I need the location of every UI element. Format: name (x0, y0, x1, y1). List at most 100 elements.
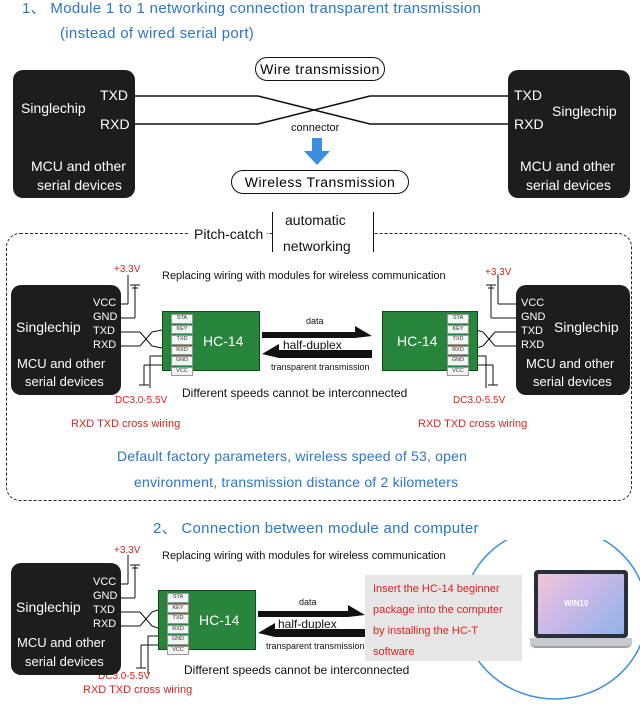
section1-left-device: Singlechip TXD RXD MCU and other serial … (13, 70, 135, 198)
bracket (272, 212, 374, 252)
info-line: by installing the HC-T (373, 625, 479, 637)
device-desc-line2: serial devices (25, 654, 104, 669)
section2-device: Singlechip VCC GND TXD RXD MCU and other… (11, 563, 121, 675)
pin-txd: TXD (93, 604, 115, 616)
double-arrow-icon (262, 326, 372, 358)
module-pin: GND (167, 635, 189, 645)
laptop-base (530, 638, 632, 648)
wire-transmission-label: Wire transmission (255, 57, 385, 81)
down-arrow-icon (304, 138, 330, 165)
device-desc-line1: MCU and other (526, 356, 615, 371)
pin-gnd: GND (93, 311, 118, 323)
module-pin: KEY (171, 324, 193, 334)
pitch-voltage-bottom-right: DC3.0-5.5V (453, 395, 506, 406)
module-pin: VCC (171, 366, 193, 376)
module-pin: TXD (171, 335, 193, 345)
device-name: Singlechip (21, 100, 86, 116)
section2-arrow-transparent: transparent transmission (266, 641, 365, 651)
section2-voltage-top: +3.3V (114, 545, 141, 556)
pin-rxd: RXD (100, 116, 130, 132)
wireless-transmission-label: Wireless Transmission (231, 170, 409, 194)
laptop-icon: WIN10 (530, 570, 632, 662)
info-line: package into the computer (373, 604, 503, 616)
pitch-arrow-half-duplex: half-duplex (283, 338, 342, 352)
pitch-catch-label: Pitch-catch (190, 226, 268, 242)
pin-vcc: VCC (93, 576, 117, 588)
pin-vcc: VCC (521, 297, 545, 309)
section2-title: 2、 Connection between module and compute… (153, 520, 479, 537)
module-pin: STA (171, 314, 193, 324)
info-line: Insert the HC-14 beginner (373, 583, 500, 595)
laptop-screen-text: WIN10 (564, 599, 589, 608)
section2-wiring (121, 540, 640, 700)
pitch-arrow-transparent: transparent transmission (271, 362, 370, 372)
section2-cross-wiring: RXD TXD cross wiring (83, 684, 193, 696)
pitch-voltage-top-right: +3.3V (485, 267, 512, 278)
factory-params-line1: Default factory parameters, wireless spe… (117, 448, 468, 464)
pitch-voltage-bottom-left: DC3.0-5.5V (115, 395, 168, 406)
device-desc-line2: serial devices (25, 374, 104, 389)
pin-rxd: RXD (93, 618, 117, 630)
module-pins: STA KEY TXD RXD GND VCC (447, 314, 469, 376)
module-pin: TXD (167, 614, 189, 624)
connector-label: connector (291, 122, 340, 134)
pitch-left-module: STA KEY TXD RXD GND VCC HC-14 (162, 311, 260, 376)
double-arrow-icon (258, 605, 365, 637)
device-desc-line1: MCU and other (17, 635, 106, 650)
device-desc-line2: serial devices (37, 177, 122, 193)
pitch-speed-note: Different speeds cannot be interconnecte… (182, 386, 408, 400)
section2-arrow-data: data (299, 597, 317, 607)
pin-rxd: RXD (514, 116, 544, 132)
pitch-cross-wiring-right: RXD TXD cross wiring (418, 418, 528, 430)
pin-vcc: VCC (93, 297, 117, 309)
module-pins: STA KEY TXD RXD GND VCC (171, 314, 193, 376)
pitch-wiring (121, 275, 516, 388)
module-pin: TXD (447, 335, 469, 345)
module-pin: VCC (167, 645, 189, 655)
section2-caption: Replacing wiring with modules for wirele… (162, 550, 446, 562)
section2-speed-note: Different speeds cannot be interconnecte… (184, 663, 410, 677)
section1-wiring (135, 95, 508, 165)
module-pins: STA KEY TXD RXD GND VCC (167, 593, 189, 655)
info-line: software (373, 646, 415, 658)
device-desc-line1: MCU and other (31, 158, 126, 174)
device-name: Singlechip (554, 319, 619, 335)
pitch-left-device: Singlechip VCC GND TXD RXD MCU and other… (11, 285, 121, 395)
module-name: HC-14 (199, 612, 240, 628)
module-pin: KEY (447, 324, 469, 334)
section1-subtitle: (instead of wired serial port) (60, 25, 255, 42)
pin-rxd: RXD (521, 339, 545, 351)
module-pin: STA (447, 314, 469, 324)
pitch-caption: Replacing wiring with modules for wirele… (162, 270, 446, 282)
factory-params-line2: environment, transmission distance of 2 … (134, 474, 459, 490)
module-pin: GND (447, 356, 469, 366)
device-desc-line1: MCU and other (520, 158, 615, 174)
pin-txd: TXD (100, 87, 128, 103)
module-name: HC-14 (397, 333, 438, 349)
pitch-right-device: VCC GND TXD RXD Singlechip MCU and other… (516, 285, 630, 395)
section2-module: STA KEY TXD RXD GND VCC HC-14 (158, 590, 256, 655)
pitch-arrow-data: data (306, 316, 324, 326)
pitch-right-module: HC-14 STA KEY TXD RXD GND VCC (382, 311, 478, 376)
software-info-box: Insert the HC-14 beginner package into t… (365, 575, 522, 661)
module-name: HC-14 (203, 333, 244, 349)
section2-voltage-bottom: DC3.0-5.5V (98, 671, 151, 682)
device-desc-line1: MCU and other (17, 356, 106, 371)
section2-arrow-half-duplex: half-duplex (278, 617, 337, 631)
device-name: Singlechip (16, 319, 81, 335)
pin-rxd: RXD (93, 339, 117, 351)
section1-title: 1、 Module 1 to 1 networking connection t… (22, 0, 482, 17)
pitch-voltage-top-left: +3.3V (114, 264, 141, 275)
module-pin: RXD (167, 624, 189, 634)
module-pin: RXD (171, 345, 193, 355)
bracket-line2: networking (283, 238, 351, 254)
pin-gnd: GND (93, 590, 118, 602)
device-name: Singlechip (16, 599, 81, 615)
bracket-line1: automatic (285, 212, 346, 228)
module-pin: GND (171, 356, 193, 366)
module-pin: STA (167, 593, 189, 603)
device-desc-line2: serial devices (526, 177, 611, 193)
device-desc-line2: serial devices (533, 374, 612, 389)
pin-txd: TXD (521, 325, 543, 337)
pin-gnd: GND (521, 311, 546, 323)
